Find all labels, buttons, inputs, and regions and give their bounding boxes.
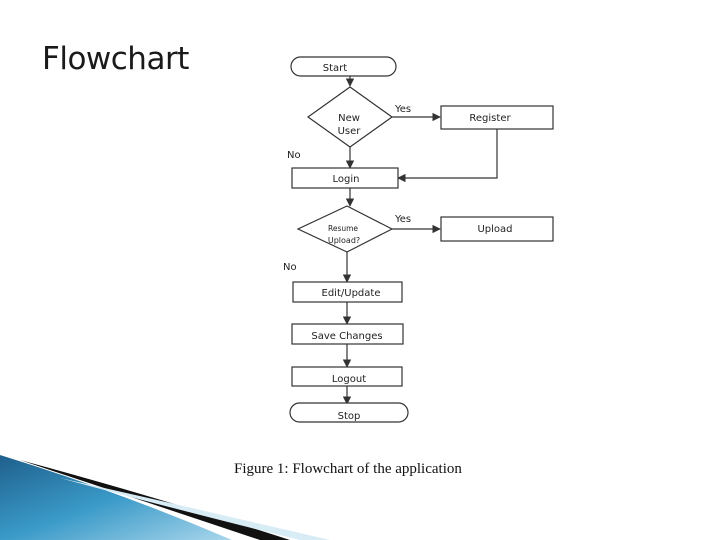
register-box [440, 105, 554, 130]
arrow-register-to-login [397, 129, 498, 183]
new-user-label-line1: New [338, 113, 360, 124]
start-label: Start [323, 63, 348, 74]
stop-terminator [289, 402, 409, 423]
logout-box [291, 366, 403, 387]
save-changes-label: Save Changes [311, 331, 382, 342]
new-user-label-line2: User [338, 126, 362, 137]
edit-update-box [292, 281, 403, 303]
figure-caption: Figure 1: Flowchart of the application [234, 461, 462, 477]
nodes [289, 56, 554, 423]
yes-label-1: Yes [394, 104, 411, 115]
start-terminator [290, 56, 397, 77]
slide-title: Flowchart [42, 41, 189, 77]
no-label-1: No [287, 150, 301, 161]
decorative-swoosh [0, 455, 330, 540]
logout-label: Logout [332, 374, 366, 385]
register-label: Register [469, 113, 511, 124]
upload-label: Upload [477, 224, 512, 235]
login-box [291, 167, 399, 189]
stop-label: Stop [338, 411, 361, 422]
resume-label-line1: Resume [328, 224, 358, 233]
resume-upload-decision [296, 205, 394, 253]
connectors [342, 76, 498, 405]
save-changes-box [291, 323, 404, 345]
new-user-decision [306, 86, 394, 148]
node-labels: Start New User Register Login Resume Upl… [283, 63, 513, 422]
no-label-2: No [283, 262, 297, 273]
login-label: Login [333, 174, 360, 185]
upload-box [440, 216, 554, 242]
yes-label-2: Yes [394, 214, 411, 225]
resume-label-line2: Upload? [328, 236, 360, 245]
edit-update-label: Edit/Update [322, 288, 381, 299]
